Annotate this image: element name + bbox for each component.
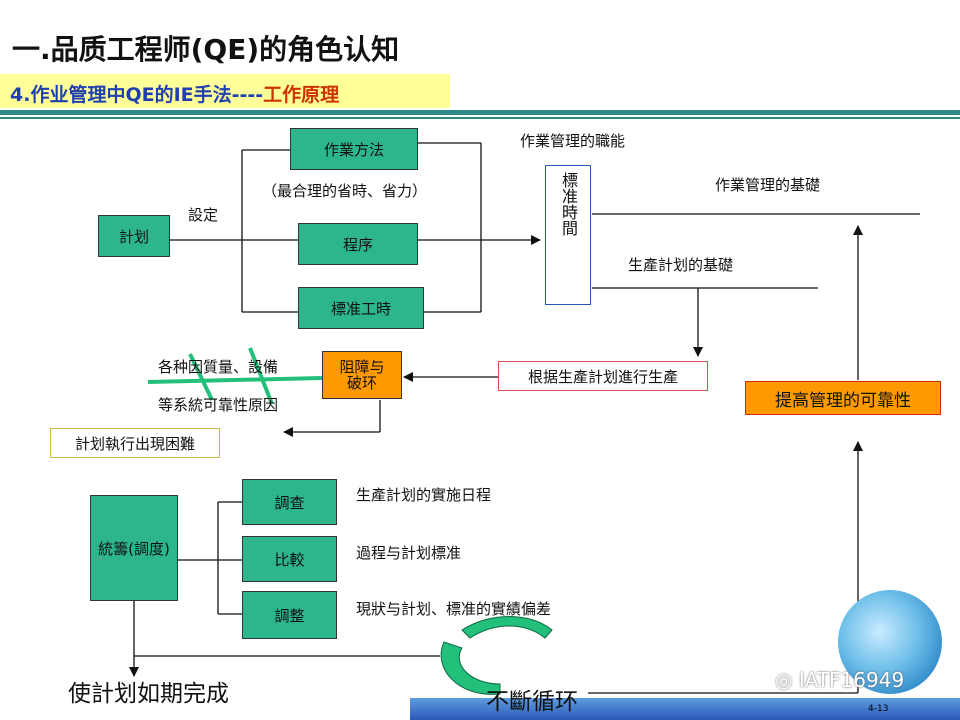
subtitle-part1: 4.作业管理中QE的IE手法---- xyxy=(10,84,264,106)
process-std-label: 過程与計划標准 xyxy=(356,544,462,562)
produce-box: 根据生產計划進行生產 xyxy=(498,361,708,391)
schedule-label: 生產計划的實施日程 xyxy=(356,486,492,504)
cycle-label: 不斷循环 xyxy=(486,689,578,715)
globe-icon xyxy=(838,590,942,694)
std-time-box: 標准時間 xyxy=(545,165,591,305)
watermark: ◎ IATF16949 xyxy=(775,668,905,692)
plan-box: 計划 xyxy=(98,215,170,257)
fishbone-spine xyxy=(147,376,323,384)
basis-plan-label: 生產計划的基礎 xyxy=(628,256,734,274)
subtitle: 4.作业管理中QE的IE手法----工作原理 xyxy=(10,80,339,107)
improve-reliability-box: 提高管理的可靠性 xyxy=(745,381,941,415)
most-rational-label: （最合理的省時、省力） xyxy=(262,182,428,200)
page-title: 一.品质工程师(QE)的角色认知 xyxy=(12,33,400,66)
fishbone-bone xyxy=(188,353,214,401)
compare-box: 比較 xyxy=(242,536,337,582)
work-method-box: 作業方法 xyxy=(290,128,418,170)
header-rule xyxy=(0,110,960,115)
footer-bar xyxy=(410,698,960,720)
std-time-label: 標准時間 xyxy=(559,172,578,236)
cycle-arrow-top xyxy=(461,616,553,639)
set-label: 設定 xyxy=(188,206,219,224)
coordinate-box: 統籌(調度) xyxy=(90,495,178,601)
page-number: 4-13 xyxy=(868,704,889,714)
obstacle-box: 阻障与破环 xyxy=(322,351,402,399)
deviation-label: 現狀与計划、標准的實績偏差 xyxy=(356,600,552,618)
fishbone-bone xyxy=(248,347,274,405)
difficulty-box: 計划執行出現困難 xyxy=(50,428,220,458)
cause-label-2: 等系統可靠性原因 xyxy=(158,396,279,414)
subtitle-part2: 工作原理 xyxy=(263,84,340,106)
watermark-text: IATF16949 xyxy=(798,668,905,692)
cycle-arrow-bottom xyxy=(440,641,501,695)
survey-box: 調查 xyxy=(242,479,337,525)
cause-label-1: 各种因質量、設備 xyxy=(158,358,279,376)
basis-mgmt-label: 作業管理的基礎 xyxy=(715,176,821,194)
adjust-box: 調整 xyxy=(242,591,337,639)
subtitle-background xyxy=(0,74,450,108)
procedure-box: 程序 xyxy=(298,223,418,265)
function-label: 作業管理的職能 xyxy=(520,132,626,150)
complete-label: 使計划如期完成 xyxy=(68,681,229,707)
header-rule-thin xyxy=(0,117,960,119)
std-hours-box: 標准工時 xyxy=(298,287,424,329)
